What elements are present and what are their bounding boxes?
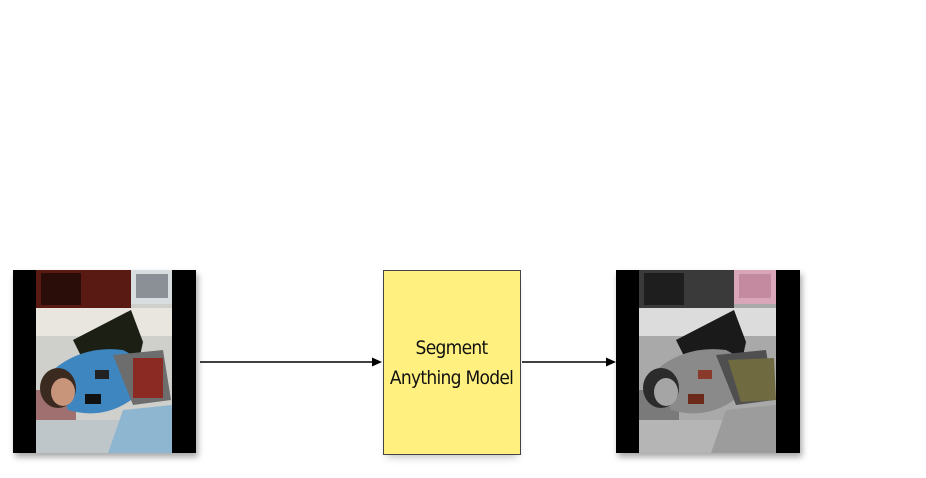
segment-anything-model-box: Segment Anything Model (383, 270, 521, 455)
input-photo-icon (13, 270, 196, 453)
model-label-line1: Segment (416, 336, 489, 359)
model-label-line2: Anything Model (390, 366, 514, 389)
output-image (616, 270, 800, 453)
segmented-photo-icon (616, 270, 800, 453)
model-label: Segment Anything Model (390, 333, 514, 393)
input-image (13, 270, 196, 453)
